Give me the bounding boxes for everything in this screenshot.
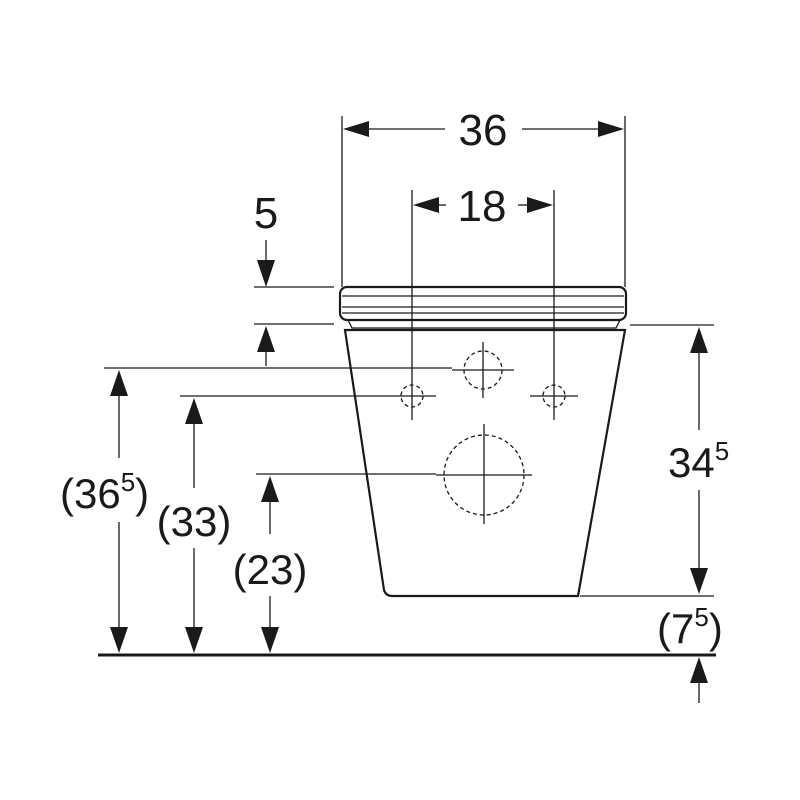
left-fixing-hole xyxy=(388,376,436,420)
upper-inlet-hole xyxy=(452,342,514,398)
dim-width-36: 36 xyxy=(341,106,626,287)
dim-outlet-23: (23) xyxy=(233,473,436,653)
dim-spacing-18: 18 xyxy=(411,182,555,376)
label-upper-hole-height: (365) xyxy=(60,467,149,517)
bowl-body xyxy=(343,328,627,598)
dim-fixing-33: (33) xyxy=(157,395,388,653)
right-fixing-hole xyxy=(530,376,578,420)
dim-floor-gap-7-5: (75) xyxy=(657,602,723,703)
label-spacing-18: 18 xyxy=(458,182,507,231)
outlet-hole xyxy=(436,424,532,524)
label-seat-5: 5 xyxy=(254,189,278,238)
dim-seat-5: 5 xyxy=(254,189,334,366)
dim-bowl-height-34-5: 345 xyxy=(580,324,729,597)
seat-lid xyxy=(338,285,628,329)
dim-upper-hole-36-5: (365) xyxy=(60,367,452,653)
label-bowl-height: 345 xyxy=(668,436,729,486)
label-fixing-height: (33) xyxy=(157,498,232,545)
label-width-36: 36 xyxy=(459,106,508,155)
label-floor-gap: (75) xyxy=(657,602,723,652)
label-outlet-height: (23) xyxy=(233,546,308,593)
